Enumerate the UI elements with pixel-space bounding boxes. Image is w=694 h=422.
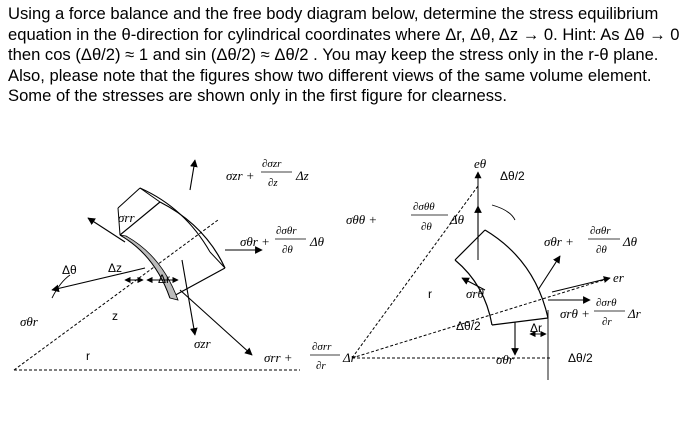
label-sigma-thth-b: Δθ: [449, 212, 465, 227]
left-volume-element: [13, 159, 300, 371]
label-sigma-zr-top-num: ∂σzr: [262, 158, 282, 170]
element-bottom-face: [119, 234, 179, 301]
half-dtheta-arc: [491, 204, 516, 221]
label-sigma-rr-bot-b: Δr: [342, 350, 357, 365]
label-e-theta: eθ: [474, 156, 487, 171]
element-back-arc: [139, 187, 211, 253]
label-sigma-thr-right-num: ∂σθr: [590, 225, 611, 237]
label-sigma-rr: σrr: [118, 210, 135, 225]
arrow-sigma-rth: [461, 277, 486, 291]
label-sigma-thr-a: σθr +: [240, 234, 270, 249]
label-half-dtheta-top: Δθ/2: [500, 169, 525, 183]
label-sigma-thth-a: σθθ +: [346, 212, 377, 227]
label-z: z: [112, 309, 118, 323]
label-sigma-thr-right-a: σθr +: [544, 234, 574, 249]
label-sigma-thr-left: σθr: [20, 314, 39, 329]
label-sigma-rth-b-den: ∂r: [602, 316, 612, 328]
label-delta-z: Δz: [108, 261, 122, 275]
label-sigma-zr-top-a: σzr +: [226, 168, 255, 183]
label-sigma-thr-right-den: ∂θ: [596, 244, 607, 256]
dim-dtheta-arc: [51, 274, 71, 299]
label-right-delta-r: Δr: [530, 321, 542, 335]
label-sigma-rr-bot-den: ∂r: [316, 360, 326, 372]
label-sigma-rth: σrθ: [466, 286, 484, 301]
label-sigma-zr-top-b: Δz: [295, 168, 309, 183]
right-element-outer-arc: [484, 229, 549, 319]
label-sigma-thr-num: ∂σθr: [276, 225, 297, 237]
arrow-sigma-zr-bottom: [181, 259, 198, 336]
label-sigma-thr-bottom: σθr: [496, 352, 515, 367]
label-sigma-rr-bot-num: ∂σrr: [312, 341, 332, 353]
arrow-sigma-rr: [87, 217, 126, 243]
label-sigma-zr-top-den: ∂z: [268, 177, 278, 189]
label-sigma-rth-b-a: σrθ +: [560, 306, 590, 321]
label-sigma-zr-bottom: σzr: [194, 336, 211, 351]
right-radial-left: [351, 185, 479, 359]
problem-statement: Using a force balance and the free body …: [8, 4, 680, 106]
label-r: r: [86, 349, 90, 363]
element-outer-arc: [159, 201, 226, 269]
label-e-r: er: [613, 270, 625, 285]
label-delta-r: Δr: [158, 272, 170, 286]
arrow-sigma-thr-left: [51, 267, 146, 293]
label-delta-theta: Δθ: [62, 263, 77, 277]
label-sigma-thr-right-b: Δθ: [622, 234, 638, 249]
label-sigma-thr-b: Δθ: [309, 234, 325, 249]
element-inner-arc: [119, 234, 171, 299]
label-sigma-rth-b-num: ∂σrθ: [596, 297, 617, 309]
right-radial-right: [351, 277, 611, 359]
label-sigma-rr-bot-a: σrr +: [264, 350, 293, 365]
arrow-e-r: [551, 276, 611, 293]
right-element-inner-arc: [454, 259, 493, 326]
label-half-dtheta-mid: Δθ/2: [456, 319, 481, 333]
label-right-r: r: [428, 287, 432, 301]
free-body-diagram: σzr + ∂σzr ∂z Δz σrr σθr + ∂σθr ∂θ Δθ Δθ…: [13, 156, 642, 380]
arrow-sigma-zr-top: [189, 159, 198, 191]
radial-line-upper: [13, 219, 219, 371]
label-sigma-thr-den: ∂θ: [282, 244, 293, 256]
label-half-dtheta-bottom: Δθ/2: [568, 351, 593, 365]
label-sigma-thth-den: ∂θ: [421, 221, 432, 233]
arrow-sigma-thr-right: [537, 255, 561, 291]
arrow-sigma-rr-bottom: [179, 289, 253, 356]
right-volume-element: [351, 171, 611, 380]
label-sigma-thth-num: ∂σθθ: [413, 201, 435, 213]
label-sigma-rth-b-b: Δr: [627, 306, 642, 321]
